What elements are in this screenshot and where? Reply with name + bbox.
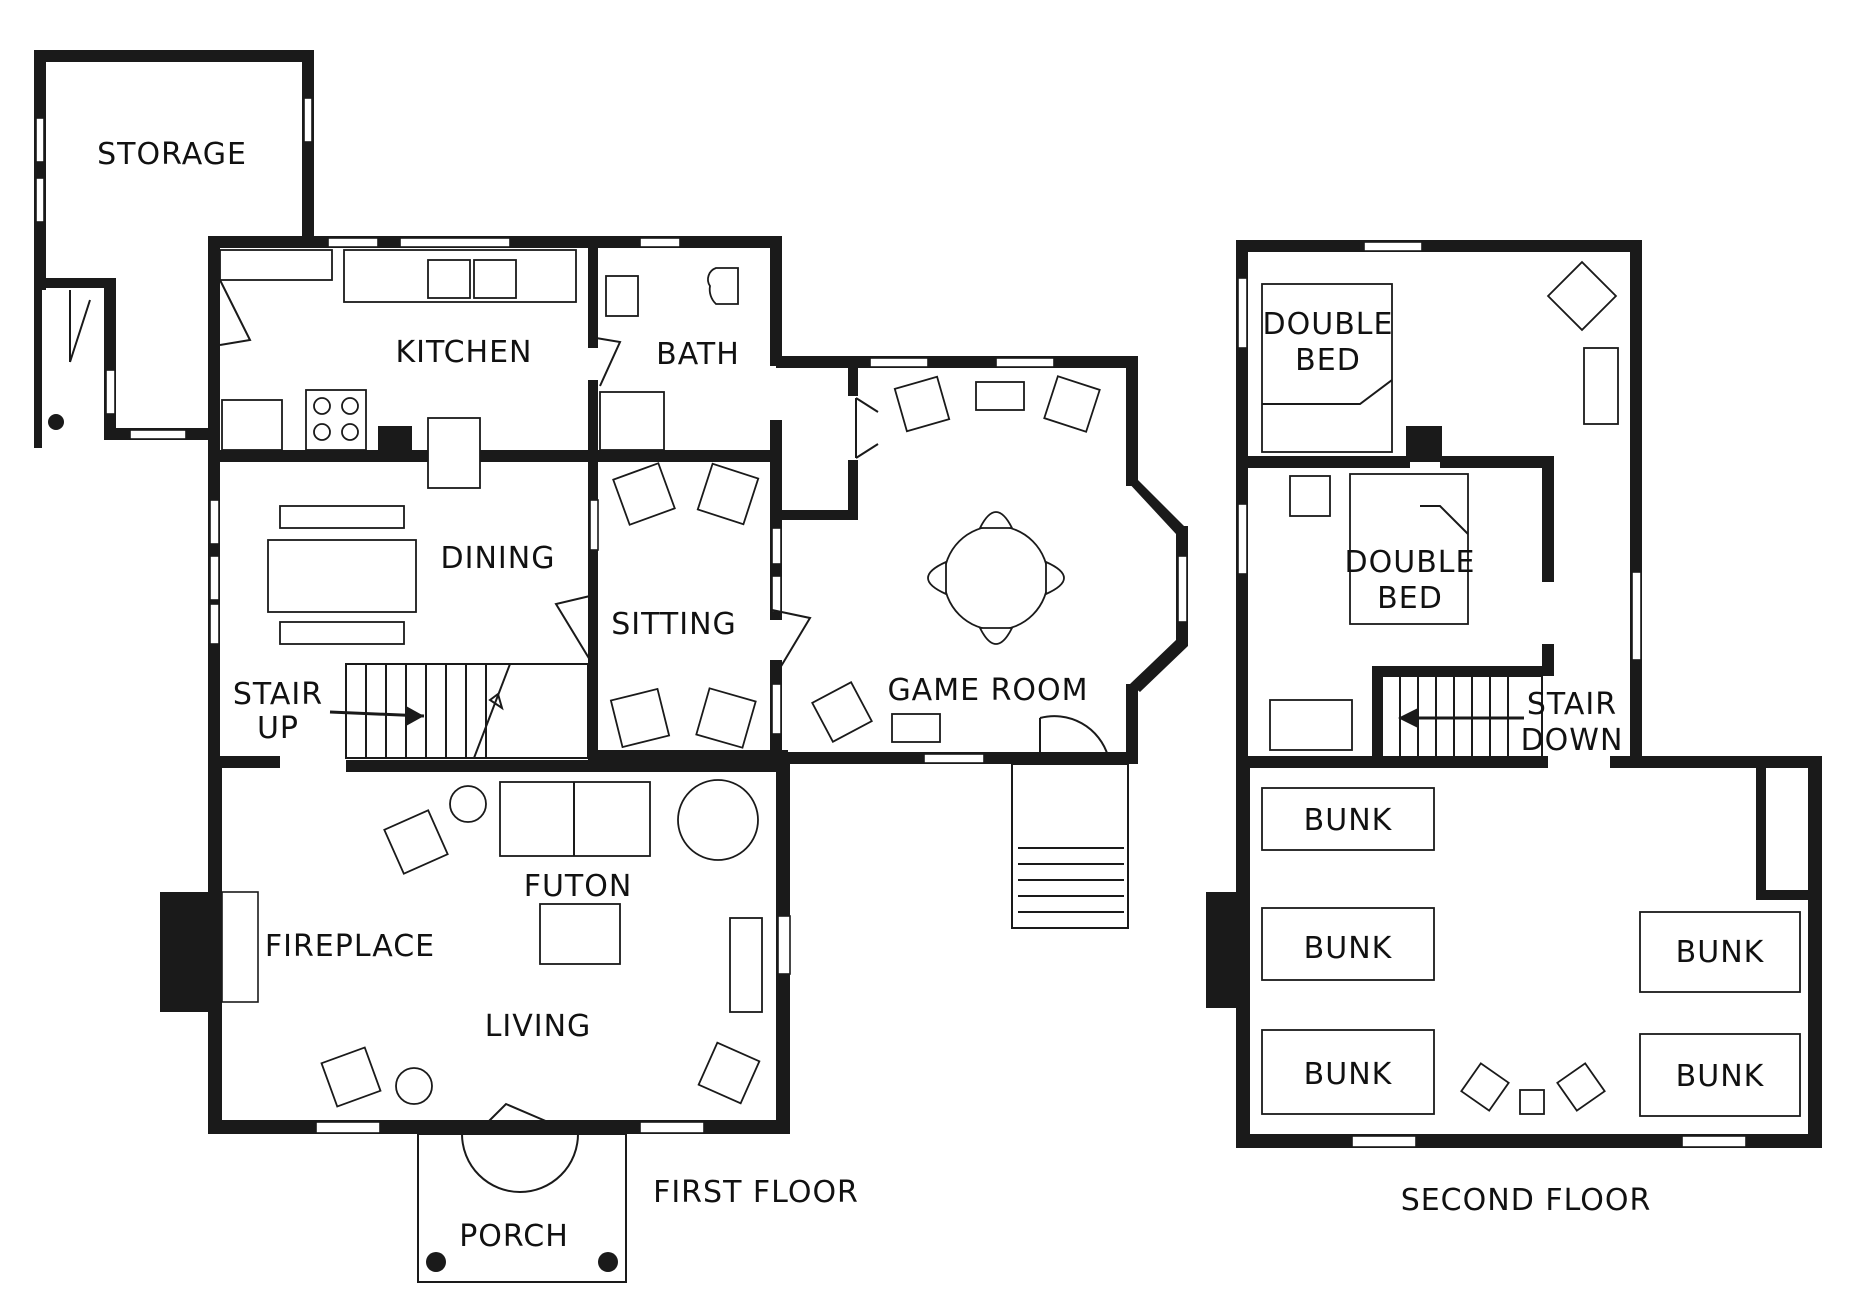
room-label-bunk-2: BUNK: [1304, 931, 1393, 966]
kitchen-fixtures: [219, 249, 622, 489]
main-walls: [160, 236, 791, 1134]
storage-walls: [34, 50, 314, 448]
bath-fixtures: [599, 267, 739, 451]
floor-caption-first: FIRST FLOOR: [653, 1175, 859, 1210]
room-label-game-room: GAME ROOM: [887, 673, 1088, 708]
room-label-bunk-4: BUNK: [1676, 935, 1765, 970]
room-label-stair-down-line2: DOWN: [1521, 723, 1624, 758]
room-label-double-bed-2-line2: BED: [1377, 581, 1443, 616]
second-floor: DOUBLE BED DOUBLE BED STAIR DOWN BUNK BU…: [1206, 240, 1822, 1218]
room-label-stair-down-line1: STAIR: [1527, 687, 1617, 722]
room-label-stair-up-line1: STAIR: [233, 677, 323, 712]
room-label-living: LIVING: [485, 1009, 592, 1044]
room-label-bath: BATH: [656, 337, 740, 372]
room-label-stair-up-line2: UP: [257, 711, 299, 746]
bedroom-1-furniture: [1261, 260, 1619, 453]
room-label-porch: PORCH: [459, 1219, 569, 1254]
room-label-fireplace: FIREPLACE: [265, 929, 435, 964]
first-floor: STORAGE KITCHEN BATH DINING SITTING GAME…: [34, 50, 1188, 1283]
room-label-double-bed-1-line2: BED: [1295, 343, 1361, 378]
bunk-room-furniture: [1261, 787, 1801, 1117]
room-label-storage: STORAGE: [97, 137, 247, 172]
room-label-double-bed-1-line1: DOUBLE: [1263, 307, 1394, 342]
stair-down: [1381, 675, 1543, 763]
stair-up: [329, 663, 589, 759]
game-room-furniture: [811, 375, 1101, 743]
room-label-dining: DINING: [441, 541, 556, 576]
game-room-walls: [776, 356, 1188, 929]
room-label-kitchen: KITCHEN: [396, 335, 533, 370]
sitting-furniture: [554, 462, 812, 749]
room-label-bunk-1: BUNK: [1304, 803, 1393, 838]
room-label-sitting: SITTING: [611, 607, 737, 642]
porch: [417, 1102, 627, 1283]
dining-furniture: [267, 505, 417, 645]
living-furniture: [320, 779, 763, 1108]
bedroom-2-furniture: [1269, 473, 1469, 751]
room-label-double-bed-2-line1: DOUBLE: [1345, 545, 1476, 580]
room-label-bunk-5: BUNK: [1676, 1059, 1765, 1094]
room-label-bunk-3: BUNK: [1304, 1057, 1393, 1092]
room-label-futon: FUTON: [524, 869, 633, 904]
floor-caption-second: SECOND FLOOR: [1401, 1183, 1652, 1218]
second-floor-walls: [1206, 240, 1822, 1148]
